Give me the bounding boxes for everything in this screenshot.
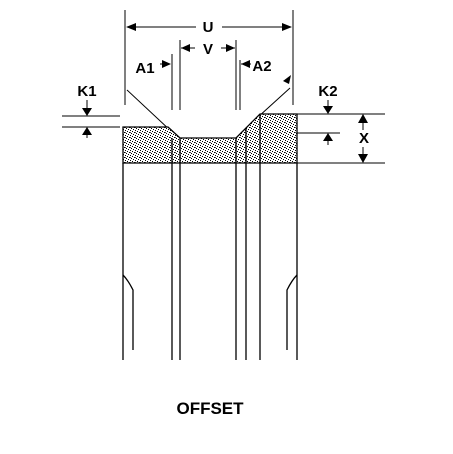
v-dimension: V: [179, 40, 237, 110]
k2-label: K2: [318, 83, 337, 100]
diagram-caption: OFFSET: [176, 399, 244, 418]
v-label: V: [203, 41, 213, 58]
offset-body: [122, 113, 298, 164]
u-dimension: U: [124, 10, 294, 105]
x-label: X: [359, 130, 369, 147]
pipe-walls: [122, 114, 298, 360]
a2-label: A2: [252, 58, 271, 75]
a1-label: A1: [135, 60, 154, 77]
k1-label: K1: [77, 83, 96, 100]
k2-dimension: K2: [262, 83, 385, 145]
a1-dimension: A1: [126, 54, 173, 133]
u-label: U: [203, 19, 214, 36]
x-dimension: X: [297, 114, 385, 164]
k1-dimension: K1: [62, 83, 120, 138]
